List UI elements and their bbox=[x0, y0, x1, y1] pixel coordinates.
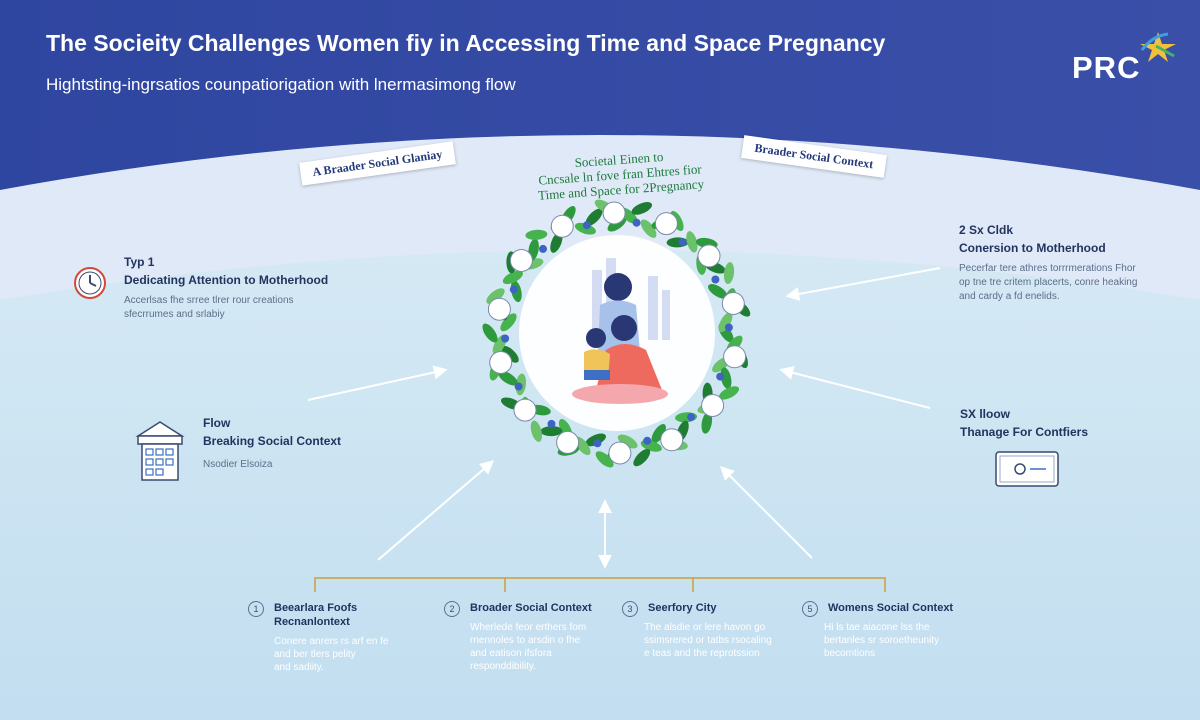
left-top-desc: Accerlsas fhe srree tlrer rour creations… bbox=[124, 294, 328, 322]
arrow-left-mid bbox=[307, 365, 448, 401]
monitor-icon bbox=[995, 451, 1059, 487]
right-top-desc-line-2: op tne tre critem placerts, conre heakin… bbox=[959, 277, 1138, 288]
right-top-heading-1: 2 Sx Cldk bbox=[959, 223, 1014, 237]
bottom-item-2-desc-line-1: Wherlede feor erthers fom bbox=[470, 622, 587, 633]
bottom-item-4-desc-line-3: becomtions bbox=[824, 648, 876, 659]
right-mid-block: SX lloow Thanage For Contfiers bbox=[960, 407, 1088, 439]
left-mid-desc-line-1: Nsodier Elsoiza bbox=[203, 459, 273, 470]
bottom-item-2-title: Broader Social Context bbox=[470, 601, 592, 615]
bottom-item-3-desc: The alsdie or lere havon go ssimsrered o… bbox=[644, 621, 772, 660]
bottom-item-4-desc-line-2: bertanles sr soroetheunity bbox=[824, 635, 940, 646]
left-top-block: Typ 1 Dedicating Attention to Motherhood… bbox=[124, 255, 328, 322]
right-top-desc-line-3: and cardy a fd enelids. bbox=[959, 291, 1060, 302]
right-mid-heading-2: Thanage For Contfiers bbox=[960, 425, 1089, 439]
left-mid-desc: Nsodier Elsoiza bbox=[203, 458, 341, 472]
bottom-item-2-title-line-1: Broader Social Context bbox=[470, 602, 592, 614]
bottom-item-1-desc: Conere anrers rs arf en fe and ber tlers… bbox=[274, 635, 389, 674]
arrow-right-mid bbox=[779, 366, 931, 409]
bottom-item-3-desc-line-2: ssimsrered or tatbs rsocaling bbox=[644, 635, 772, 646]
arrow-bottom-left bbox=[377, 460, 495, 561]
bottom-item-2-desc-line-3: and eatison ifsfora bbox=[470, 648, 552, 659]
left-mid-block: Flow Breaking Social Context Nsodier Els… bbox=[203, 416, 341, 472]
bottom-item-1-title-line-2: Recnanlontext bbox=[274, 616, 350, 628]
bottom-item-2-desc-line-2: rnennoles to arsdin o fhe bbox=[470, 635, 581, 646]
logo-text: PRC bbox=[1072, 50, 1141, 85]
bottom-item-4-desc-line-1: Hi ls tae aiacone lss the bbox=[824, 622, 930, 633]
bottom-item-1-title-line-1: Beearlara Foofs bbox=[274, 602, 358, 614]
star-logo-icon bbox=[1140, 32, 1176, 62]
bottom-item-1-desc-line-1: Conere anrers rs arf en fe bbox=[274, 636, 389, 647]
building-icon bbox=[135, 421, 185, 481]
leaf-wreath bbox=[482, 199, 751, 468]
bottom-item-3-desc-line-3: e teas and the reprotssion bbox=[644, 648, 760, 659]
arrow-bottom-right bbox=[720, 466, 813, 559]
bottom-item-1-desc-line-2: and ber tlers pelity bbox=[274, 649, 356, 660]
right-top-desc-line-1: Pecerfar tere athres torrrmerations Fhor bbox=[959, 263, 1136, 274]
left-top-heading-1: Typ 1 bbox=[124, 255, 155, 269]
left-top-heading-2: Dedicating Attention to Motherhood bbox=[124, 273, 329, 287]
right-top-heading-2: Conersion to Motherhood bbox=[959, 241, 1106, 255]
left-top-desc-line-1: Accerlsas fhe srree tlrer rour creations bbox=[124, 295, 294, 306]
bottom-item-4-title-line-1: Womens Social Context bbox=[828, 602, 954, 614]
page-subtitle: Hightsting-ingrsatios counpatiorigation … bbox=[46, 75, 516, 94]
left-top-desc-line-2: sfecrrumes and srlabiy bbox=[124, 309, 225, 320]
bottom-item-3-title-line-1: Seerfory City bbox=[648, 602, 717, 614]
page-title: The Socieity Challenges Women fiy in Acc… bbox=[46, 30, 886, 56]
bottom-item-3-title: Seerfory City bbox=[648, 601, 716, 615]
right-top-desc: Pecerfar tere athres torrrmerations Fhor… bbox=[959, 262, 1137, 304]
clock-icon bbox=[74, 267, 106, 299]
left-mid-heading-1: Flow bbox=[203, 416, 231, 430]
bottom-item-1-number: 1 bbox=[248, 601, 264, 617]
bottom-item-3-number: 3 bbox=[622, 601, 638, 617]
bottom-item-1-title: Beearlara Foofs Recnanlontext bbox=[274, 601, 357, 629]
arrow-right-top bbox=[785, 267, 941, 301]
bottom-item-3-desc-line-1: The alsdie or lere havon go bbox=[644, 622, 766, 633]
bottom-item-2-desc: Wherlede feor erthers fom rnennoles to a… bbox=[470, 621, 586, 673]
bottom-item-4-desc: Hi ls tae aiacone lss the bertanles sr s… bbox=[824, 621, 939, 660]
bottom-bracket bbox=[314, 577, 886, 592]
left-mid-heading-2: Breaking Social Context bbox=[203, 434, 342, 448]
right-top-block: 2 Sx Cldk Conersion to Motherhood Pecerf… bbox=[959, 223, 1137, 304]
bottom-item-4-number: 5 bbox=[802, 601, 818, 617]
bottom-item-1-desc-line-3: and sadiity. bbox=[274, 662, 324, 673]
right-mid-heading-1: SX lloow bbox=[960, 407, 1011, 421]
bottom-item-4-title: Womens Social Context bbox=[828, 601, 953, 615]
bottom-item-2-desc-line-4: responddibility. bbox=[470, 661, 536, 672]
bottom-item-2-number: 2 bbox=[444, 601, 460, 617]
